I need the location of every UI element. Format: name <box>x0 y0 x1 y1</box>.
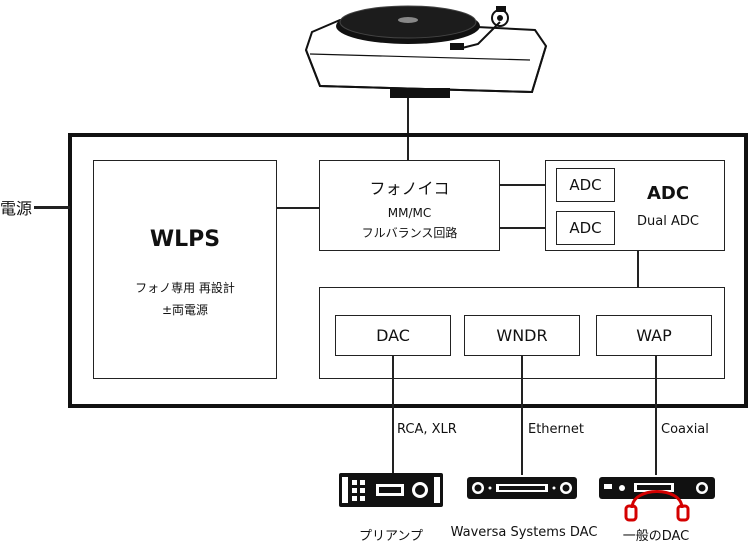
wndr-box: WNDR <box>464 315 580 356</box>
adc-subtitle: Dual ADC <box>637 214 699 229</box>
phono-adc2-line <box>499 227 556 229</box>
phono-title: フォノイコ <box>369 179 450 198</box>
rca-xlr-label: RCA, XLR <box>397 422 457 437</box>
adc-box-2: ADC <box>556 211 615 245</box>
wap-label: WAP <box>636 326 672 345</box>
wndr-waversa-line <box>521 355 523 475</box>
wlps-box: WLPS フォノ専用 再設計 ±両電源 <box>93 160 277 379</box>
phono-line1: MM/MC <box>387 206 432 220</box>
turntable-phono-line <box>407 98 409 160</box>
wlps-line1: フォノ専用 再設計 <box>135 281 235 295</box>
waversa-dac-label: Waversa Systems DAC <box>450 525 598 540</box>
general-dac-label: 一般のDAC <box>622 529 690 544</box>
wap-general-line <box>655 355 657 475</box>
wlps-title: WLPS <box>149 227 221 252</box>
adc-box-2-label: ADC <box>569 219 602 237</box>
phono-box: フォノイコ MM/MC フルバランス回路 <box>319 160 500 251</box>
wlps-phono-line <box>276 207 320 209</box>
turntable-illustration <box>304 5 548 98</box>
power-label: 電源 <box>0 199 33 218</box>
adc-output-line <box>637 250 639 288</box>
dac-label: DAC <box>376 326 410 345</box>
wap-box: WAP <box>596 315 712 356</box>
waversa-dac-device-icon <box>467 477 577 499</box>
phono-line2: フルバランス回路 <box>361 226 458 240</box>
preamp-device-icon <box>339 473 443 507</box>
dac-box: DAC <box>335 315 451 356</box>
phono-adc1-line <box>499 184 556 186</box>
coaxial-label: Coaxial <box>661 422 709 437</box>
preamp-label: プリアンプ <box>358 529 424 544</box>
adc-title: ADC <box>646 183 690 204</box>
adc-box-1: ADC <box>556 168 615 202</box>
dac-preamp-line <box>392 355 394 475</box>
power-line <box>34 206 70 209</box>
adc-box-1-label: ADC <box>569 176 602 194</box>
general-dac-device-icon <box>599 477 715 522</box>
wndr-label: WNDR <box>496 326 548 345</box>
system-frame <box>68 133 748 408</box>
wlps-line2: ±両電源 <box>161 303 209 317</box>
ethernet-label: Ethernet <box>528 422 584 437</box>
